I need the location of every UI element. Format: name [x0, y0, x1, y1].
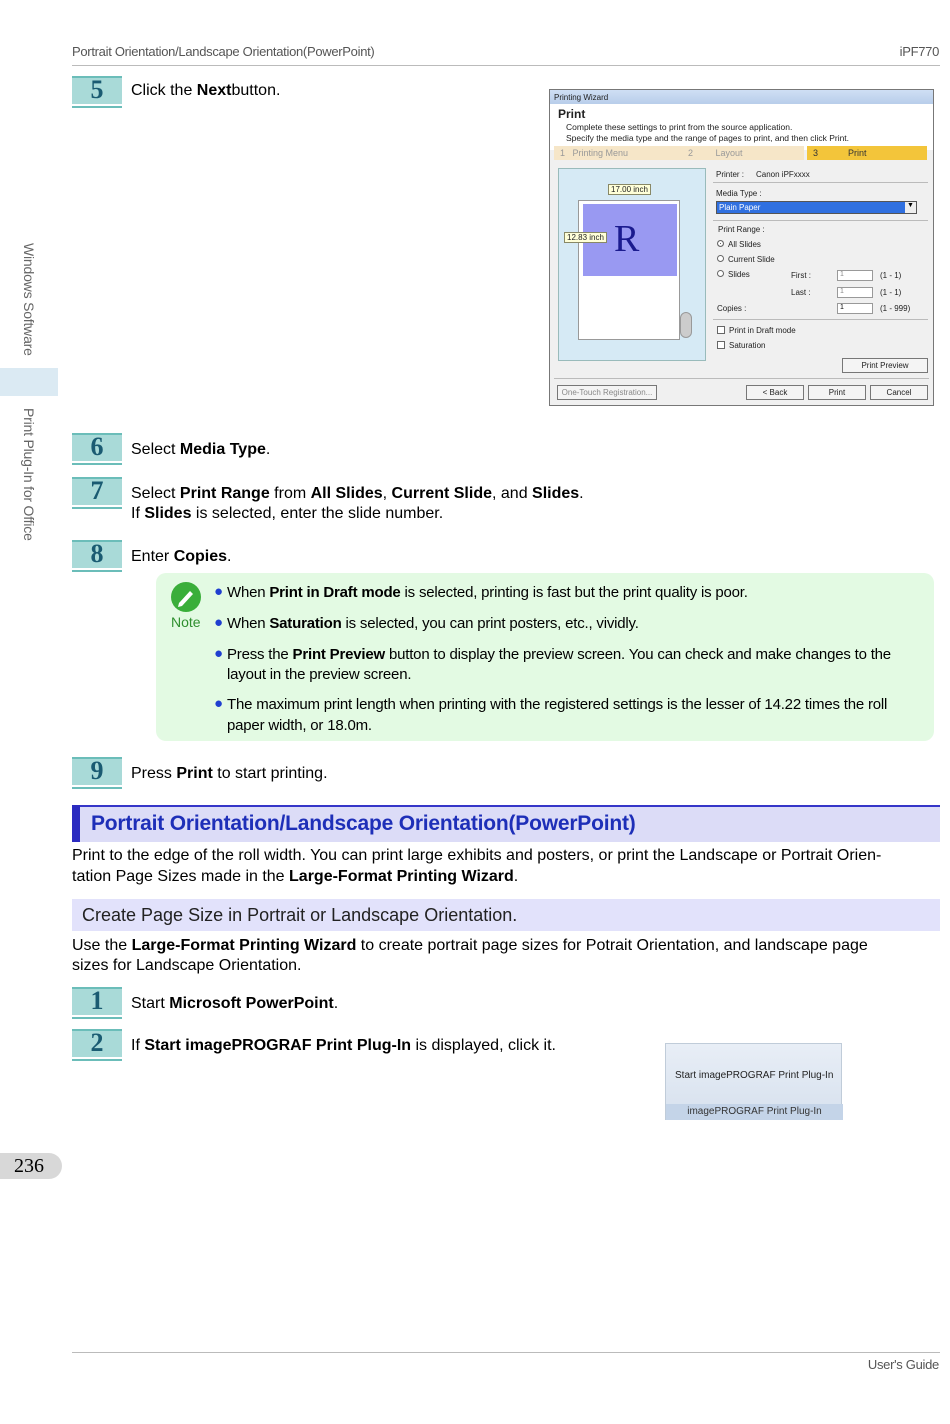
step-badge-1: 1 — [72, 986, 122, 1019]
bullet-icon: ● — [214, 695, 224, 712]
plugin-group-label: imagePROGRAF Print Plug-In — [666, 1104, 843, 1120]
section-intro-line-1: Print to the edge of the roll width. You… — [72, 847, 882, 864]
step-9-text: Press Print to start printing. — [131, 765, 328, 782]
step-2-text: If Start imagePROGRAF Print Plug-In is d… — [131, 1037, 556, 1054]
note-box — [156, 573, 934, 741]
note-item-4-cont: paper width, or 18.0m. — [227, 717, 372, 734]
step-badge-6: 6 — [72, 432, 122, 465]
side-tab-print-plugin[interactable]: Print Plug-In for Office — [21, 408, 37, 541]
crumb-layout[interactable]: 2 Layout — [682, 146, 804, 160]
section-heading-bar — [72, 805, 80, 842]
section-intro-line-2: tation Page Sizes made in the Large-Form… — [72, 868, 519, 885]
cancel-button[interactable]: Cancel — [870, 385, 928, 400]
subsection-title: Create Page Size in Portrait or Landscap… — [82, 905, 518, 925]
radio-all-slides[interactable] — [717, 240, 724, 247]
dialog-titlebar: Printing Wizard — [550, 90, 933, 104]
step-7-line-1: Select Print Range from All Slides, Curr… — [131, 485, 584, 502]
all-slides-label: All Slides — [728, 240, 761, 249]
print-preview-button[interactable]: Print Preview — [842, 358, 928, 373]
copies-input[interactable]: 1 — [837, 303, 873, 314]
header-rule — [72, 65, 940, 66]
model-name: iPF770 — [899, 44, 940, 59]
note-item-3: Press the Print Preview button to displa… — [227, 646, 891, 663]
page-number: 236 — [0, 1153, 62, 1179]
plugin-ribbon-screenshot: Start imagePROGRAF Print Plug-In imagePR… — [665, 1043, 843, 1120]
dialog-desc-1: Complete these settings to print from th… — [566, 122, 793, 132]
step-badge-2: 2 — [72, 1028, 122, 1061]
subsection-heading-bg — [72, 899, 940, 931]
current-slide-label: Current Slide — [728, 255, 775, 264]
radio-current-slide[interactable] — [717, 255, 724, 262]
first-input[interactable]: 1 — [837, 270, 873, 281]
printer-label: Printer : — [716, 170, 745, 179]
print-range-label: Print Range : — [718, 225, 765, 234]
printing-wizard-dialog: Printing Wizard Print Complete these set… — [549, 89, 934, 406]
footer-guide: User's Guide — [867, 1357, 939, 1372]
height-label: 12.83 inch — [564, 232, 607, 243]
saturation-label: Saturation — [729, 341, 766, 350]
first-range: (1 - 1) — [880, 271, 902, 280]
subsection-intro-line-1: Use the Large-Format Printing Wizard to … — [72, 937, 868, 954]
draft-mode-checkbox[interactable] — [717, 326, 725, 334]
step-badge-8: 8 — [72, 539, 122, 572]
media-type-select[interactable]: Plain Paper▼ — [716, 201, 917, 214]
note-label: Note — [171, 614, 201, 630]
last-input[interactable]: 1 — [837, 287, 873, 298]
preview-letter: R — [614, 218, 640, 260]
step-7-line-2: If Slides is selected, enter the slide n… — [131, 505, 444, 522]
copies-label: Copies : — [717, 304, 747, 313]
footer-rule — [72, 1352, 940, 1353]
last-label: Last : — [791, 288, 811, 297]
crumb-print[interactable]: 3 Print — [807, 146, 927, 160]
print-button[interactable]: Print — [808, 385, 866, 400]
pencil-icon — [171, 582, 201, 612]
bullet-icon: ● — [214, 614, 224, 631]
note-item-3-cont: layout in the preview screen. — [227, 666, 412, 683]
step-6-text: Select Media Type. — [131, 441, 271, 458]
section-heading-bg — [72, 805, 940, 842]
one-touch-registration-button[interactable]: One-Touch Registration... — [557, 385, 657, 400]
subsection-intro-line-2: sizes for Landscape Orientation. — [72, 957, 302, 974]
dialog-desc-2: Specify the media type and the range of … — [566, 133, 850, 143]
copies-range: (1 - 999) — [880, 304, 911, 313]
note-item-4: The maximum print length when printing w… — [227, 696, 888, 713]
first-label: First : — [791, 271, 811, 280]
section-title: Portrait Orientation/Landscape Orientati… — [91, 812, 636, 835]
last-range: (1 - 1) — [880, 288, 902, 297]
step-1-text: Start Microsoft PowerPoint. — [131, 995, 339, 1012]
crumb-printing-menu[interactable]: 1 Printing Menu — [554, 146, 684, 160]
side-tab-highlight — [0, 368, 58, 396]
bullet-icon: ● — [214, 583, 224, 600]
media-type-label: Media Type : — [716, 189, 762, 198]
bullet-icon: ● — [214, 645, 224, 662]
roll-icon — [680, 312, 692, 338]
saturation-checkbox[interactable] — [717, 341, 725, 349]
step-8-text: Enter Copies. — [131, 548, 232, 565]
width-label: 17.00 inch — [608, 184, 651, 195]
back-button[interactable]: < Back — [746, 385, 804, 400]
draft-mode-label: Print in Draft mode — [729, 326, 796, 335]
dialog-heading: Print — [558, 107, 586, 121]
step-5-text: Click the Nextbutton. — [131, 82, 281, 99]
radio-slides[interactable] — [717, 270, 724, 277]
side-tab-windows-software[interactable]: Windows Software — [21, 243, 37, 356]
printer-value: Canon iPFxxxx — [756, 170, 810, 179]
note-item-2: When Saturation is selected, you can pri… — [227, 615, 639, 632]
step-badge-7: 7 — [72, 476, 122, 509]
note-item-1: When Print in Draft mode is selected, pr… — [227, 584, 748, 601]
chevron-down-icon: ▼ — [905, 202, 916, 213]
running-header: Portrait Orientation/Landscape Orientati… — [72, 44, 375, 59]
step-badge-5: 5 — [72, 75, 122, 108]
start-plugin-button[interactable]: Start imagePROGRAF Print Plug-In — [675, 1070, 834, 1081]
step-badge-9: 9 — [72, 756, 122, 789]
slides-label: Slides — [728, 270, 750, 279]
